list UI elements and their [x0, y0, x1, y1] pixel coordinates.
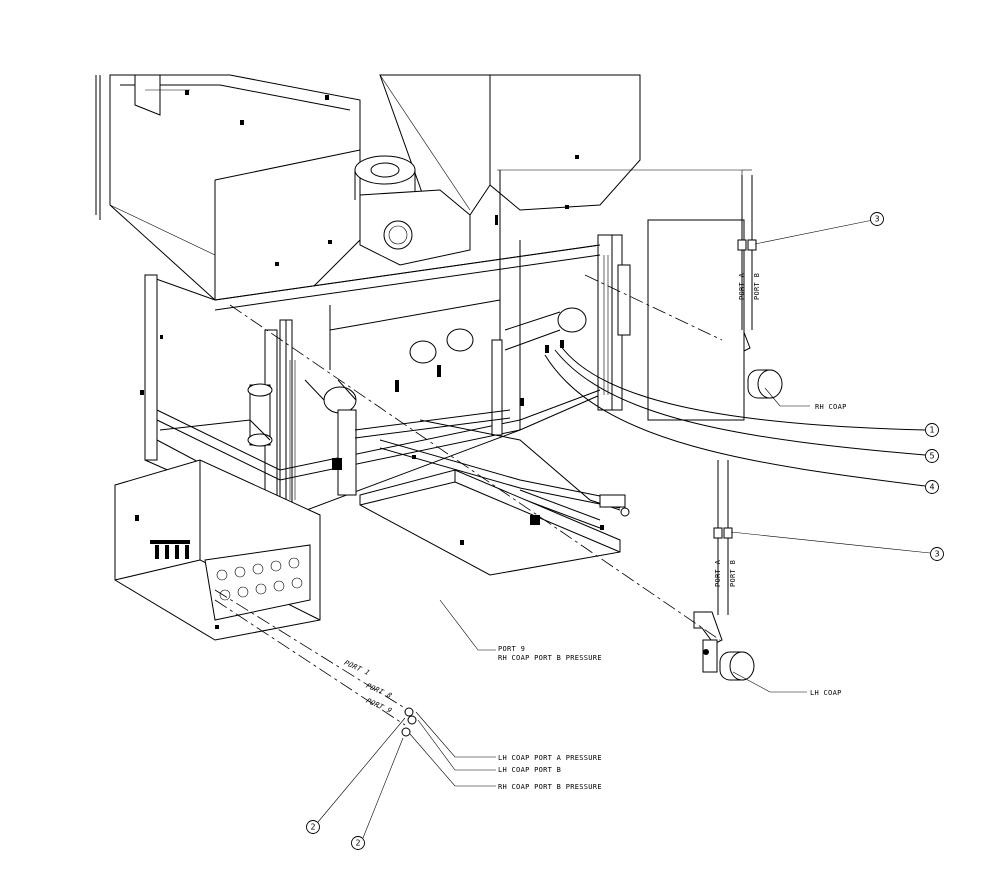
- lh-port-a-hose-label: PORT A: [714, 559, 722, 587]
- electrical-box: [114, 459, 321, 641]
- callout-3-upper: 3: [870, 212, 884, 226]
- lh-port-b-label: LH COAP PORT B: [498, 766, 561, 774]
- svg-text:4: 4: [929, 483, 934, 492]
- rh-coap-label: RH COAP: [815, 403, 847, 411]
- hose-lines: [214, 169, 931, 839]
- callout-2-left: 2: [306, 820, 320, 834]
- callout-5: 5: [925, 449, 939, 463]
- svg-text:1: 1: [929, 426, 934, 435]
- callout-bubbles: 3 1 5 4 3 2 2: [306, 212, 944, 850]
- callout-1: 1: [925, 423, 939, 437]
- lh-coap-cylinder: [693, 611, 755, 681]
- svg-text:2: 2: [355, 839, 360, 848]
- machine-assembly: [95, 74, 641, 641]
- rh-port-b-pressure-label: RH COAP PORT B PRESSURE: [498, 783, 602, 791]
- fastener-dots: [140, 215, 564, 525]
- bottom-tray: [359, 469, 621, 576]
- rh-port-b-hose-label: PORT B: [753, 273, 761, 300]
- callout-4: 4: [925, 480, 939, 494]
- port9-label: PORT 9: [498, 645, 525, 653]
- right-hopper: [379, 74, 641, 216]
- main-frame: [144, 170, 623, 531]
- callout-3-lower: 3: [930, 547, 944, 561]
- port9-description: RH COAP PORT B PRESSURE: [498, 654, 602, 662]
- lh-port-b-hose-label: PORT B: [729, 560, 737, 587]
- callout-2-right: 2: [351, 836, 365, 850]
- rh-coap-cylinder: [647, 219, 783, 421]
- port8-hose-label: PORT 8: [364, 682, 395, 700]
- port9-hose-label: PORT 9: [364, 697, 395, 715]
- lh-port-a-pressure-label: LH COAP PORT A PRESSURE: [498, 754, 602, 762]
- svg-text:3: 3: [874, 215, 879, 224]
- lh-coap-label: LH COAP: [810, 689, 842, 697]
- center-duct: [354, 155, 471, 266]
- port1-hose-label: PORT 1: [342, 659, 373, 677]
- annotation-labels: RH COAP LH COAP PORT 9 RH COAP PORT B PR…: [498, 403, 847, 791]
- rh-port-a-hose-label: PORT A: [738, 272, 746, 300]
- left-hopper: [95, 74, 361, 301]
- svg-text:5: 5: [929, 452, 934, 461]
- svg-text:3: 3: [934, 550, 939, 559]
- svg-text:2: 2: [310, 823, 315, 832]
